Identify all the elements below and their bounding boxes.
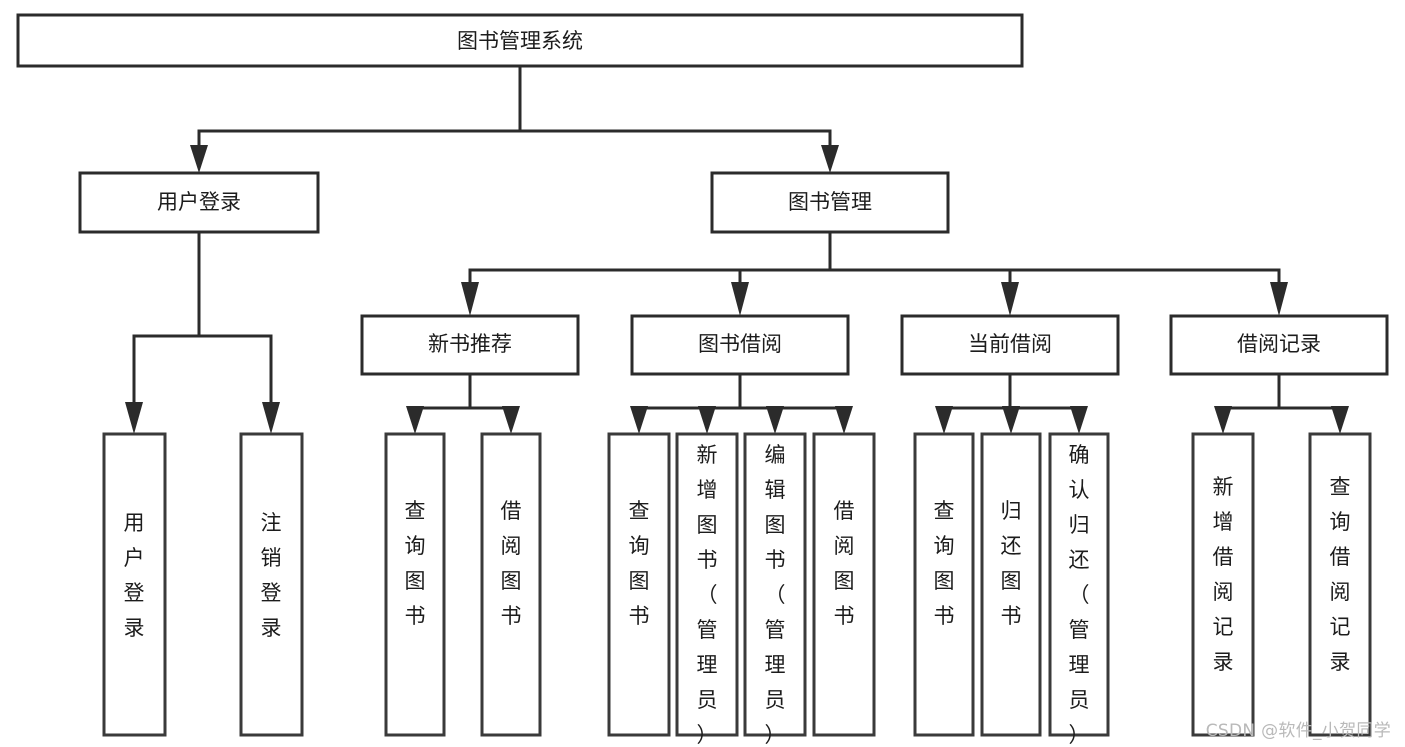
connectors-user-login-to-leaves bbox=[125, 230, 280, 434]
leaf-user-login-box[interactable] bbox=[102, 432, 167, 737]
leaf-query-book-3-label: 查询图书 bbox=[934, 499, 955, 628]
connectors-root-to-level2 bbox=[190, 64, 839, 173]
arrow-head-leaf-query-book-3 bbox=[935, 406, 953, 434]
leaf-edit-book-label: 编辑图书（管理员） bbox=[765, 443, 786, 747]
leaf-query-book-3[interactable]: 查询图书 bbox=[913, 432, 975, 737]
node-borrow-record-label: 借阅记录 bbox=[1237, 332, 1321, 356]
node-book-borrow-label: 图书借阅 bbox=[698, 332, 782, 356]
node-root-box[interactable] bbox=[16, 13, 1024, 68]
arrow-head-book-manage bbox=[821, 145, 839, 173]
leaf-query-record[interactable]: 查询借阅记录 bbox=[1308, 432, 1372, 737]
leaf-borrow-book-1[interactable]: 借阅图书 bbox=[480, 432, 542, 737]
leaf-confirm-return[interactable]: 确认归还（管理员） bbox=[1048, 432, 1110, 747]
node-user-login-label: 用户登录 bbox=[157, 190, 241, 214]
node-new-book-recommend-box[interactable] bbox=[360, 314, 580, 376]
arrow-head-current-borrow bbox=[1001, 282, 1019, 316]
node-book-borrow-box[interactable] bbox=[630, 314, 850, 376]
connectors-current-borrow-to-leaves bbox=[935, 372, 1088, 434]
leaf-query-book-1-label: 查询图书 bbox=[405, 499, 426, 628]
leaf-query-book-3-box[interactable] bbox=[913, 432, 975, 737]
leaf-add-record[interactable]: 新增借阅记录 bbox=[1191, 432, 1255, 737]
arrow-head-new-book-recommend bbox=[461, 282, 479, 316]
arrow-head-leaf-return-book bbox=[1002, 406, 1020, 434]
arrow-head-leaf-edit-book bbox=[766, 406, 784, 434]
connectors-book-borrow-to-leaves bbox=[630, 372, 853, 434]
arrow-head-leaf-borrow-book-2 bbox=[835, 406, 853, 434]
leaf-return-book-label: 归还图书 bbox=[1001, 499, 1022, 628]
leaf-query-record-label: 查询借阅记录 bbox=[1330, 475, 1351, 674]
arrow-head-borrow-record bbox=[1270, 282, 1288, 316]
node-book-manage-box[interactable] bbox=[710, 171, 950, 234]
arrow-head-leaf-user-login bbox=[125, 402, 143, 434]
leaf-add-book-label: 新增图书（管理员） bbox=[697, 443, 718, 747]
leaf-borrow-book-2-label: 借阅图书 bbox=[834, 499, 855, 628]
node-new-book-recommend[interactable]: 新书推荐 bbox=[360, 314, 580, 376]
leaf-query-record-box[interactable] bbox=[1308, 432, 1372, 737]
leaf-edit-book-box[interactable] bbox=[743, 432, 807, 737]
node-book-manage-label: 图书管理 bbox=[788, 190, 872, 214]
leaf-borrow-book-2[interactable]: 借阅图书 bbox=[812, 432, 876, 737]
leaf-user-logout-box[interactable] bbox=[239, 432, 304, 737]
arrow-head-leaf-query-book-1 bbox=[406, 406, 424, 434]
node-book-manage[interactable]: 图书管理 bbox=[710, 171, 950, 234]
leaf-borrow-book-1-box[interactable] bbox=[480, 432, 542, 737]
arrow-head-book-borrow bbox=[731, 282, 749, 316]
leaf-query-book-2-label: 查询图书 bbox=[629, 499, 650, 628]
leaf-user-logout[interactable]: 注销登录 bbox=[239, 432, 304, 737]
arrow-head-leaf-add-book bbox=[698, 406, 716, 434]
leaf-edit-book[interactable]: 编辑图书（管理员） bbox=[743, 432, 807, 747]
leaf-query-book-2[interactable]: 查询图书 bbox=[607, 432, 671, 737]
leaf-add-record-box[interactable] bbox=[1191, 432, 1255, 737]
connectors-book-manage-to-level3 bbox=[461, 230, 1288, 316]
arrow-head-leaf-borrow-book-1 bbox=[502, 406, 520, 434]
arrow-head-leaf-query-book-2 bbox=[630, 406, 648, 434]
connectors-borrow-record-to-leaves bbox=[1214, 372, 1349, 434]
leaf-return-book-box[interactable] bbox=[980, 432, 1042, 737]
node-borrow-record[interactable]: 借阅记录 bbox=[1169, 314, 1389, 376]
node-root[interactable]: 图书管理系统 bbox=[16, 13, 1024, 68]
node-user-login[interactable]: 用户登录 bbox=[78, 171, 320, 234]
leaf-query-book-1-box[interactable] bbox=[384, 432, 446, 737]
leaf-add-record-label: 新增借阅记录 bbox=[1213, 475, 1234, 674]
node-user-login-box[interactable] bbox=[78, 171, 320, 234]
arrow-head-leaf-query-record bbox=[1331, 406, 1349, 434]
arrow-head-leaf-add-record bbox=[1214, 406, 1232, 434]
node-new-book-recommend-label: 新书推荐 bbox=[428, 332, 512, 356]
arrow-head-leaf-user-logout bbox=[262, 402, 280, 434]
connectors-new-book-recommend-to-leaves bbox=[406, 372, 520, 434]
node-root-label: 图书管理系统 bbox=[457, 29, 583, 53]
node-book-borrow[interactable]: 图书借阅 bbox=[630, 314, 850, 376]
arrow-head-user-login bbox=[190, 145, 208, 173]
node-current-borrow-label: 当前借阅 bbox=[968, 332, 1052, 356]
leaf-confirm-return-box[interactable] bbox=[1048, 432, 1110, 737]
leaf-query-book-2-box[interactable] bbox=[607, 432, 671, 737]
node-borrow-record-box[interactable] bbox=[1169, 314, 1389, 376]
leaf-user-login[interactable]: 用户登录 bbox=[102, 432, 167, 737]
leaf-borrow-book-1-label: 借阅图书 bbox=[501, 499, 522, 628]
leaf-user-login-label: 用户登录 bbox=[124, 511, 145, 640]
leaf-add-book-box[interactable] bbox=[675, 432, 739, 737]
leaf-add-book[interactable]: 新增图书（管理员） bbox=[675, 432, 739, 747]
leaf-return-book[interactable]: 归还图书 bbox=[980, 432, 1042, 737]
arrow-head-leaf-confirm-return bbox=[1070, 406, 1088, 434]
node-current-borrow[interactable]: 当前借阅 bbox=[900, 314, 1120, 376]
leaf-user-logout-label: 注销登录 bbox=[261, 511, 282, 640]
leaf-confirm-return-label: 确认归还（管理员） bbox=[1069, 443, 1090, 747]
leaf-query-book-1[interactable]: 查询图书 bbox=[384, 432, 446, 737]
leaf-borrow-book-2-box[interactable] bbox=[812, 432, 876, 737]
node-current-borrow-box[interactable] bbox=[900, 314, 1120, 376]
